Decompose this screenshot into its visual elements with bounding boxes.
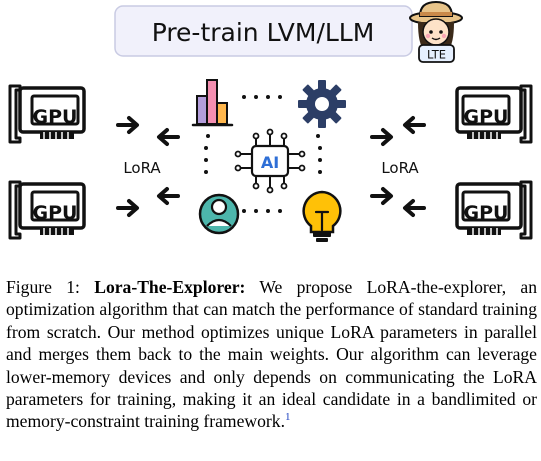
lightbulb-icon — [302, 190, 342, 242]
lte-badge-label: LTE — [427, 48, 446, 62]
figure-illustration: Pre-train LVM/LLM LTE GPU GPU GPU — [8, 0, 533, 242]
arrow-icon — [116, 116, 139, 134]
arrow-icon — [370, 187, 393, 205]
lora-label-left: LoRA — [123, 159, 161, 177]
caption-title: Lora-The-Explorer: — [94, 277, 246, 297]
header-box: Pre-train LVM/LLM — [114, 5, 413, 57]
arrow-icon — [403, 199, 426, 217]
gpu-label: GPU — [464, 202, 509, 224]
lte-badge: LTE — [418, 44, 455, 63]
figure-caption: Figure 1: Lora-The-Explorer: We propose … — [6, 276, 537, 433]
caption-body: We propose LoRA-the-explorer, an optimiz… — [6, 277, 538, 432]
arrow-icon — [370, 128, 393, 146]
gpu-card-bottom-left: GPU — [8, 180, 86, 240]
gpu-card-top-left: GPU — [8, 84, 86, 144]
arrow-icon — [157, 187, 180, 205]
caption-prefix: Figure 1: — [6, 277, 95, 297]
arrow-icon — [116, 199, 139, 217]
gpu-label: GPU — [33, 202, 78, 224]
ai-chip-label: AI — [261, 153, 279, 172]
bar-chart-icon — [191, 79, 234, 127]
caption-footnote-link[interactable]: 1 — [284, 411, 291, 424]
ai-chip-icon: AI — [234, 128, 306, 194]
header-title: Pre-train LVM/LLM — [152, 18, 375, 47]
dotted-ring — [204, 95, 322, 213]
gpu-card-top-right: GPU — [455, 84, 533, 144]
lora-label-right: LoRA — [381, 159, 419, 177]
arrow-icon — [403, 116, 426, 134]
user-icon — [198, 193, 240, 235]
gpu-label: GPU — [464, 106, 509, 128]
gear-icon — [298, 80, 346, 128]
gpu-label: GPU — [33, 106, 78, 128]
gpu-card-bottom-right: GPU — [455, 180, 533, 240]
arrow-icon — [157, 128, 180, 146]
